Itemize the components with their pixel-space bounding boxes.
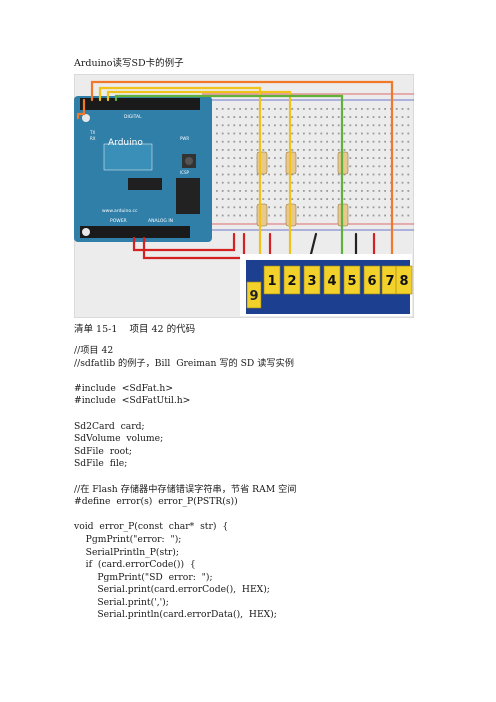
sd-pin-label: 5 <box>347 274 356 289</box>
sd-pin <box>246 281 262 309</box>
sd-pin-label: 9 <box>249 289 258 304</box>
board-digital-label: DIGITAL <box>124 114 142 120</box>
board-power-label: POWER <box>110 218 127 224</box>
code-line: #include <SdFat.h> <box>74 382 174 394</box>
sd-pin <box>363 265 381 295</box>
arduino-board: Arduino www.arduino.cc DIGITAL ANALOG IN… <box>74 96 212 242</box>
code-line: Serial.println(card.errorData(), HEX); <box>74 609 277 621</box>
code-line: SdFile root; <box>74 445 132 457</box>
code-line: if (card.errorCode()) { <box>74 559 196 571</box>
sd-pin-label: 2 <box>287 274 296 289</box>
board-icsp-label: ICSP <box>180 170 190 175</box>
code-line <box>74 408 296 421</box>
sd-pin <box>323 265 341 295</box>
code-line: //项目 42 <box>74 345 114 356</box>
sd-pin <box>395 265 413 295</box>
sd-pin-label: 1 <box>267 274 276 289</box>
sd-pin-label: 7 <box>385 274 394 289</box>
arduino-sd-wiring-figure: Arduino www.arduino.cc DIGITAL ANALOG IN… <box>74 74 414 318</box>
code-line <box>74 509 296 522</box>
code-line: //在 Flash 存储器中存储错误字符串，节省 RAM 空间 <box>74 483 297 495</box>
code-line: #define error(s) error_P(PSTR(s)) <box>74 496 238 508</box>
code-line: SerialPrintln_P(str); <box>74 546 179 558</box>
code-line <box>74 370 296 383</box>
sd-pin-label: 3 <box>307 274 316 289</box>
sd-pin <box>343 265 361 295</box>
code-line <box>74 471 296 484</box>
code-line: SdFile file; <box>74 458 128 470</box>
code-line: PgmPrint("error: "); <box>74 533 182 545</box>
board-url: www.arduino.cc <box>102 208 138 214</box>
sd-pin-label: 8 <box>399 274 408 289</box>
board-brand: Arduino <box>108 138 143 148</box>
document-title: Arduino读写SD卡的例子 <box>74 58 184 69</box>
sd-pin <box>263 265 281 295</box>
code-line: PgmPrint("SD error: "); <box>74 571 213 583</box>
board-rx-label: RX <box>90 136 96 141</box>
code-line: //sdfatlib 的例子，Bill Greiman 写的 SD 读写实例 <box>74 357 294 369</box>
code-line: Serial.print(card.errorCode(), HEX); <box>74 584 270 596</box>
board-pwr-label: PWR <box>180 136 189 141</box>
code-line: SdVolume volume; <box>74 433 164 445</box>
sd-pin <box>283 265 301 295</box>
code-line: Serial.print(','); <box>74 596 169 608</box>
code-line: Sd2Card card; <box>74 420 145 432</box>
wires <box>76 80 394 268</box>
board-analog-label: ANALOG IN <box>148 218 173 224</box>
board-tx-label: TX <box>89 130 95 135</box>
sd-pin-label: 4 <box>327 274 336 289</box>
code-line: #include <SdFatUtil.h> <box>74 395 191 407</box>
sd-pin <box>303 265 321 295</box>
code-line: void error_P(const char* str) { <box>74 521 229 533</box>
sd-pin-label: 6 <box>367 274 376 289</box>
listing-caption: 清单 15-1 项目 42 的代码 <box>74 324 196 335</box>
breadboard-rails <box>202 93 414 231</box>
code-listing: //项目 42//sdfatlib 的例子，Bill Greiman 写的 SD… <box>74 345 296 622</box>
